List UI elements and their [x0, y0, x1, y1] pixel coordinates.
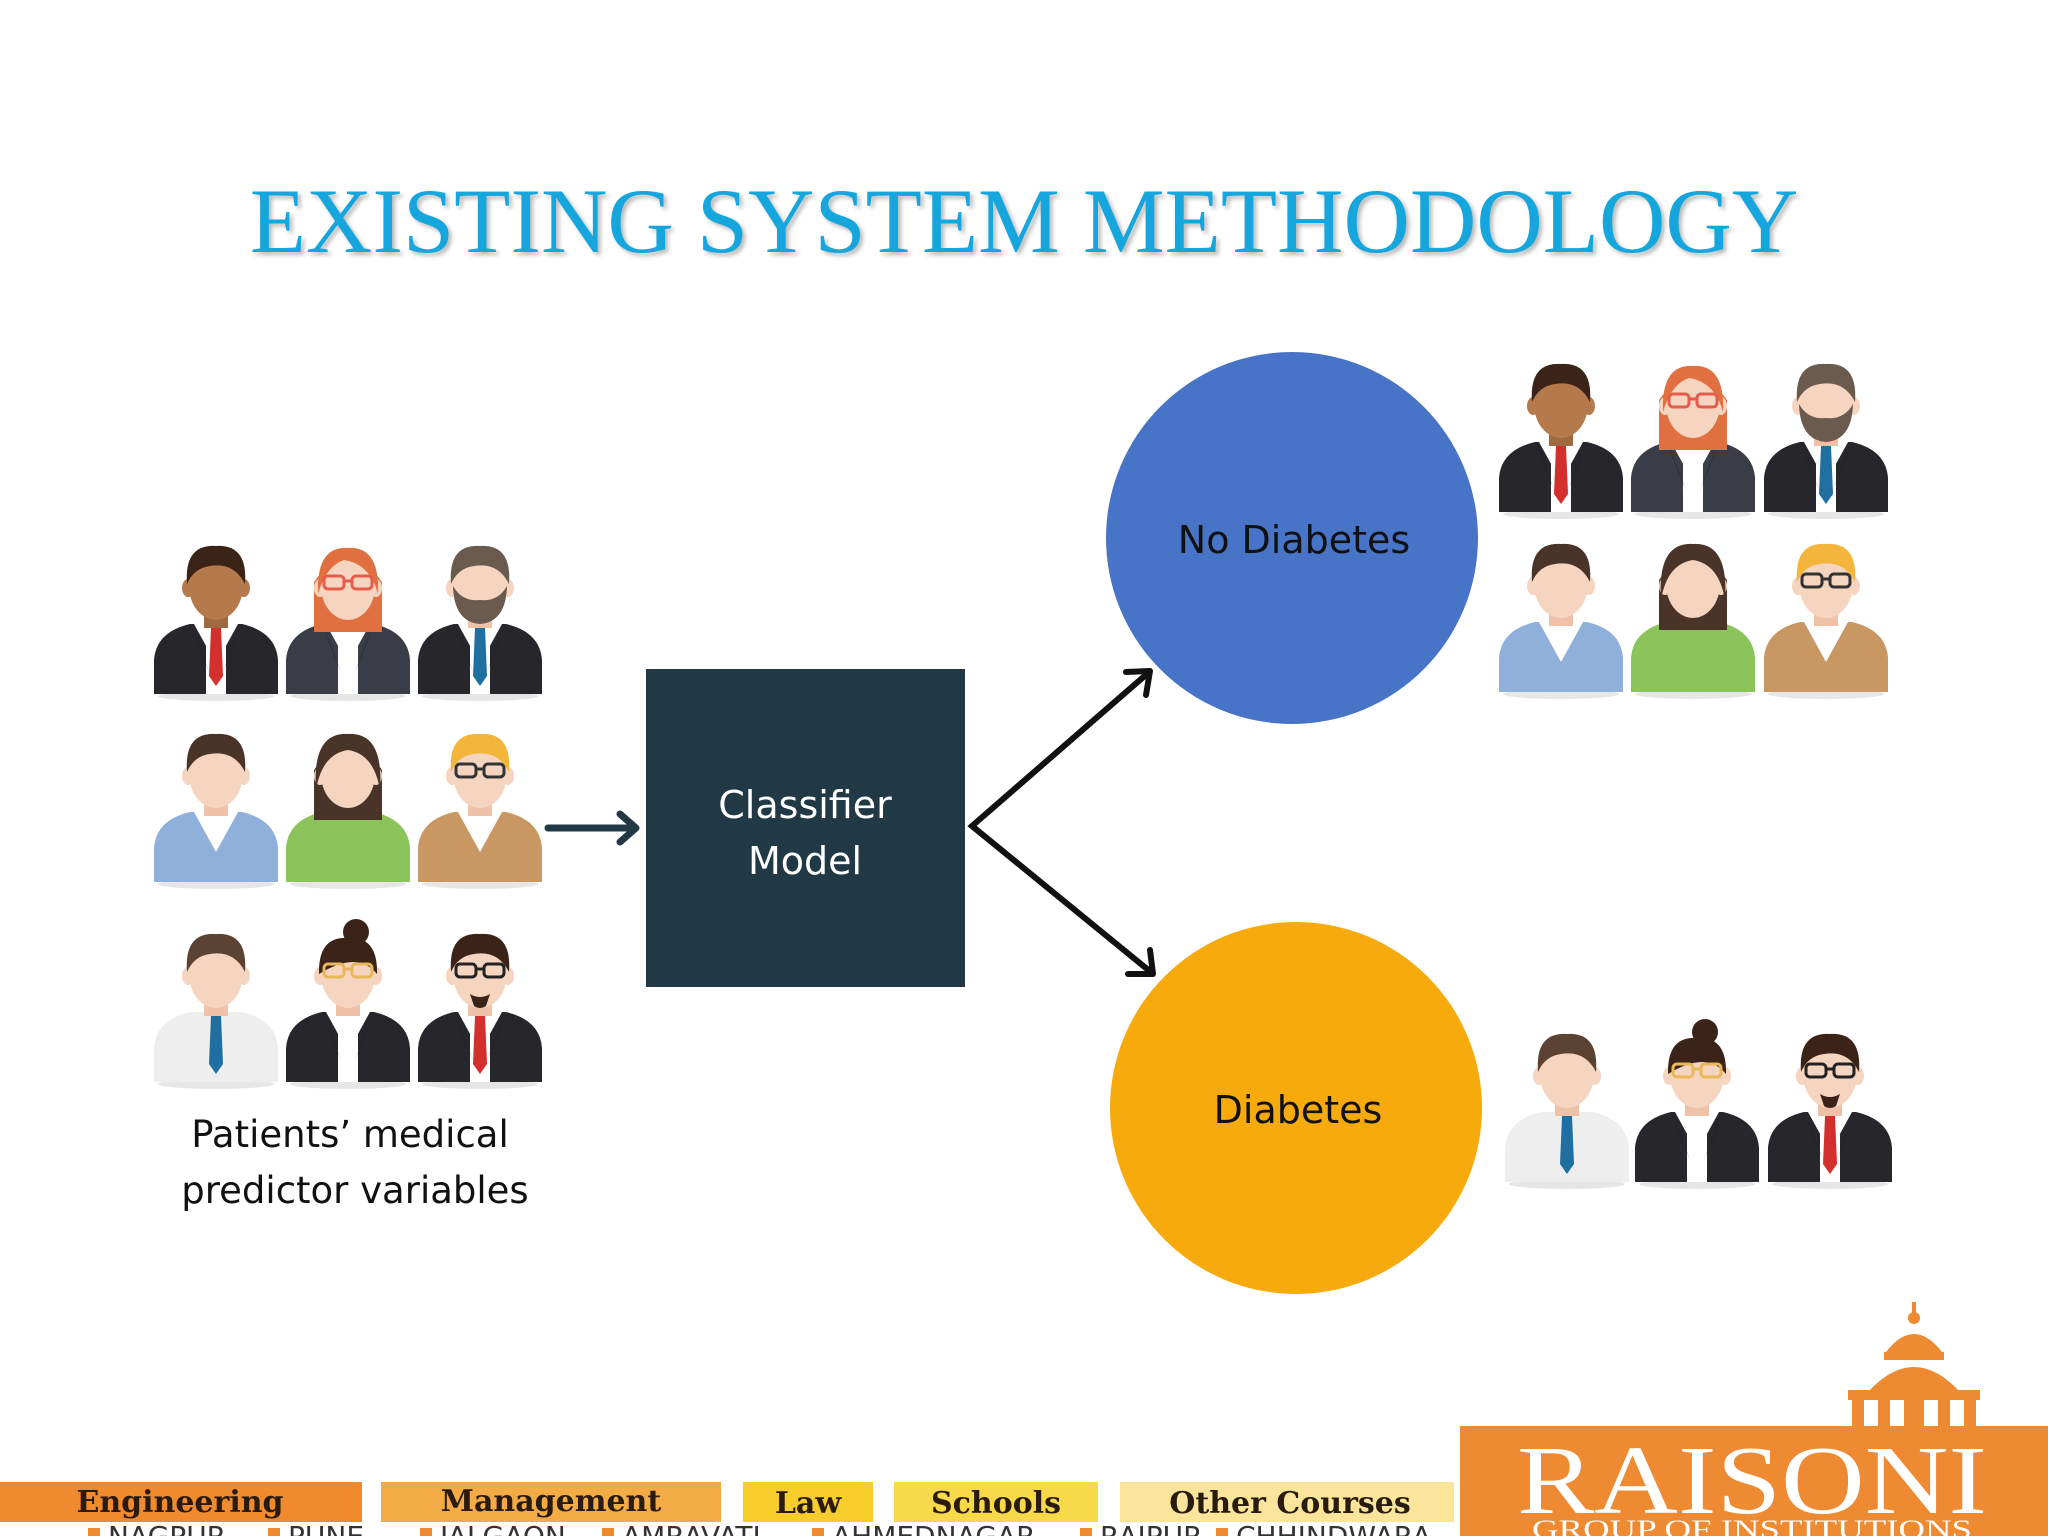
category-law-label: Law — [775, 1486, 843, 1521]
category-engineering-label: Engineering — [76, 1485, 283, 1520]
diabetes-patient-avatar — [1768, 1033, 1892, 1189]
slide-title: EXISTING SYSTEM METHODOLOGY — [249, 170, 1799, 272]
city-label: CHHINDWARA — [1236, 1520, 1431, 1536]
city-label: AHMEDNAGAR — [832, 1520, 1036, 1536]
branch-arrows — [967, 668, 1156, 977]
category-management-label: Management — [441, 1484, 662, 1519]
logo-name: RAISONI — [1517, 1427, 1987, 1535]
no-diabetes-patient-avatar — [1631, 365, 1755, 519]
city-bullet — [1216, 1528, 1228, 1536]
cities-row: NAGPUR PUNE JALGAON AMRAVATI AHMEDNAGAR RAIPU… — [88, 1520, 1431, 1536]
city-label: PUNE — [288, 1520, 364, 1536]
category-other-courses-label: Other Courses — [1169, 1486, 1411, 1521]
city-label: NAGPUR — [108, 1520, 226, 1536]
classifier-label-line1: Classifier — [718, 783, 892, 827]
patient-avatar — [286, 733, 410, 889]
city-bullet — [1080, 1528, 1092, 1536]
city-bullet — [268, 1528, 280, 1536]
category-other-courses: Other Courses — [1120, 1482, 1454, 1522]
patient-avatar — [418, 933, 542, 1089]
city-bullet — [88, 1528, 100, 1536]
category-engineering: Engineering — [0, 1482, 362, 1522]
patient-avatar — [418, 545, 542, 701]
patient-avatar — [154, 545, 278, 701]
patient-avatar — [154, 933, 278, 1089]
patient-avatar — [154, 733, 278, 889]
diabetes-patient-avatar — [1505, 1033, 1629, 1189]
arrowhead-up — [1123, 668, 1153, 698]
dome-building-icon — [1848, 1302, 1980, 1434]
no-diabetes-patient-avatar — [1499, 363, 1623, 519]
no-diabetes-patient-avatar — [1499, 543, 1623, 699]
no-diabetes-patient-avatar — [1764, 543, 1888, 699]
diabetes-patient-avatar — [1635, 1019, 1759, 1189]
no-diabetes-patient-avatar — [1631, 543, 1755, 699]
no-diabetes-patient-avatar — [1764, 363, 1888, 519]
category-schools: Schools — [894, 1482, 1098, 1522]
category-schools-label: Schools — [931, 1486, 1061, 1521]
arrowhead-down — [1125, 947, 1156, 977]
patient-avatar — [286, 547, 410, 701]
input-caption-line2: predictor variables — [181, 1169, 528, 1212]
no-diabetes-patients-group — [1499, 363, 1888, 699]
classifier-label-line2: Model — [748, 839, 862, 883]
city-bullet — [812, 1528, 824, 1536]
diabetes-patients-group — [1505, 1019, 1892, 1189]
input-arrow — [544, 810, 640, 846]
logo-subtitle: GROUP OF INSTITUTIONS — [1532, 1515, 1972, 1536]
input-caption-line1: Patients’ medical — [191, 1113, 509, 1156]
patient-avatar — [418, 733, 542, 889]
diabetes-node: Diabetes — [1110, 922, 1482, 1294]
classifier-model-box: Classifier Model — [646, 669, 965, 987]
no-diabetes-node: No Diabetes — [1106, 352, 1478, 724]
category-law: Law — [743, 1482, 873, 1522]
city-bullet — [420, 1528, 432, 1536]
diabetes-label: Diabetes — [1214, 1088, 1383, 1132]
city-label: AMRAVATI — [622, 1520, 761, 1536]
city-bullet — [602, 1528, 614, 1536]
city-label: RAIPUR — [1100, 1520, 1203, 1536]
no-diabetes-label: No Diabetes — [1178, 518, 1410, 562]
raisoni-logo: RAISONI GROUP OF INSTITUTIONS — [1460, 1302, 2048, 1536]
patients-group — [154, 545, 542, 1089]
city-label: JALGAON — [438, 1520, 566, 1536]
category-management: Management — [381, 1482, 721, 1522]
patient-avatar — [286, 919, 410, 1089]
